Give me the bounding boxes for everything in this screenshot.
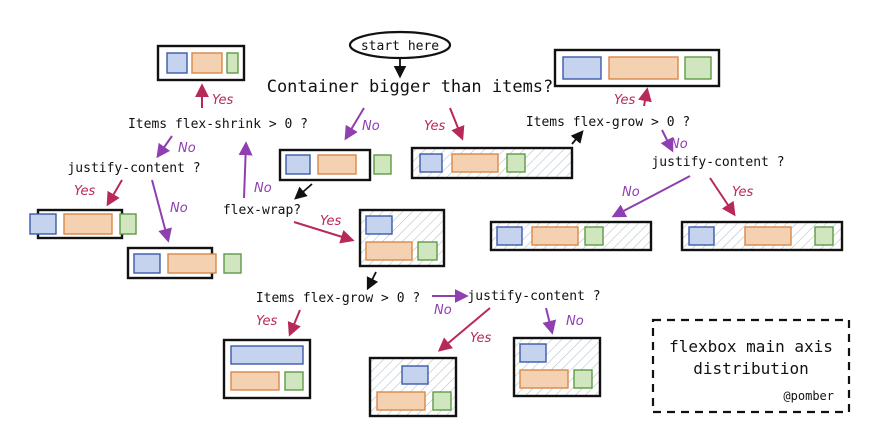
arrow-justify-left-no	[151, 179, 172, 243]
result-wrapped-default	[512, 336, 602, 398]
label-container-yes: Yes	[424, 119, 446, 134]
arrow-grow-top-no	[660, 129, 674, 153]
result-wrapped	[358, 208, 446, 268]
label-justify-right-yes: Yes	[732, 185, 754, 200]
arrow-grow-bottom-yes	[287, 309, 301, 337]
arrow-container-no	[344, 107, 365, 141]
arrow-to-flex-grow-bottom	[366, 271, 379, 291]
label-justify-left-no: No	[170, 201, 188, 216]
arrow-to-flex-wrap	[294, 183, 313, 200]
label-grow-top-no: No	[670, 137, 688, 152]
question-flex-grow-bottom: Items flex-grow > 0 ?	[256, 291, 420, 306]
question-flex-grow-top: Items flex-grow > 0 ?	[526, 115, 690, 130]
label-wrap-yes: Yes	[320, 214, 342, 229]
result-wrapped-spaced	[368, 356, 458, 418]
arrow-justify-bottom-yes	[437, 307, 491, 352]
label-container-no: No	[362, 119, 380, 134]
result-justify-right-default	[489, 220, 653, 252]
start-node: start here	[348, 30, 452, 60]
label-justify-bottom-no: No	[566, 314, 584, 329]
arrow-wrap-yes	[293, 221, 355, 244]
arrow-container-yes	[449, 107, 465, 141]
legend-box: flexbox main axis distribution @pomber	[651, 318, 851, 414]
start-label: start here	[361, 39, 439, 54]
arrow-justify-right-yes	[709, 177, 736, 217]
result-bigger-container	[410, 146, 574, 180]
arrow-to-flex-grow-top	[570, 130, 584, 145]
arrow-justify-bottom-no	[542, 307, 557, 335]
arrow-justify-right-no	[611, 175, 691, 218]
label-shrink-yes: Yes	[212, 93, 234, 108]
label-grow-bottom-no: No	[434, 303, 452, 318]
label-wrap-no: No	[254, 181, 272, 196]
result-overflow-nowrap	[278, 148, 392, 182]
arrow-shrink-no	[156, 135, 173, 159]
question-flex-shrink: Items flex-shrink > 0 ?	[128, 117, 308, 132]
arrow-justify-left-yes	[106, 179, 123, 207]
question-container-bigger: Container bigger than items?	[267, 77, 554, 97]
arrow-wrap-no	[238, 141, 253, 199]
question-justify-content-left: justify-content ?	[67, 161, 200, 176]
label-shrink-no: No	[178, 141, 196, 156]
label-grow-top-yes: Yes	[614, 93, 636, 108]
result-justify-right-spaced	[680, 220, 844, 252]
result-grow-fill	[553, 48, 721, 88]
legend-line-2: distribution	[693, 359, 809, 378]
label-justify-bottom-yes: Yes	[470, 331, 492, 346]
legend-author: @pomber	[783, 389, 834, 403]
result-justify-left-spaced	[29, 208, 137, 240]
result-shrink-fit	[156, 44, 246, 82]
label-justify-left-yes: Yes	[74, 184, 96, 199]
question-justify-content-right: justify-content ?	[651, 155, 784, 170]
question-justify-content-bottom: justify-content ?	[467, 289, 600, 304]
arrow-grow-top-yes	[638, 87, 652, 107]
label-grow-bottom-yes: Yes	[256, 314, 278, 329]
result-justify-left-default	[126, 246, 242, 280]
question-flex-wrap: flex-wrap?	[223, 203, 301, 218]
label-justify-right-no: No	[622, 185, 640, 200]
result-wrapped-grow	[222, 338, 312, 400]
legend-line-1: flexbox main axis	[669, 337, 833, 356]
